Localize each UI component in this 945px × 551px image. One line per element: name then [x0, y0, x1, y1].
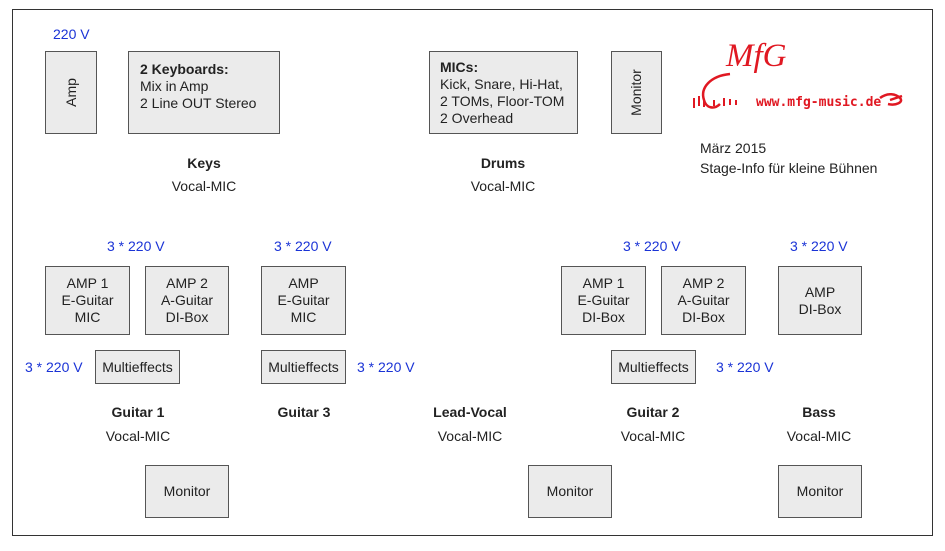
lead-vocal-monitor-label: Monitor — [546, 483, 594, 499]
guitar2-amp1-line-1: AMP 1 — [582, 275, 625, 291]
keys-amp-box: Amp — [45, 51, 97, 134]
logo-swoosh-icon — [693, 72, 903, 109]
bass-monitor-label: Monitor — [796, 483, 844, 499]
keys-amp-label: Amp — [62, 78, 79, 107]
guitar2-amp2-line-2: A-Guitar — [677, 292, 730, 308]
bass-amp-box: AMP DI-Box — [778, 266, 862, 335]
guitar1-amp1-line-2: E-Guitar — [61, 292, 114, 308]
drums-name: Drums — [480, 155, 526, 171]
stage-info: März 2015 Stage-Info für kleine Bühnen — [700, 138, 877, 178]
guitar3-amp-box: AMP E-Guitar MIC — [261, 266, 346, 335]
bass-amp-line-2: DI-Box — [798, 300, 842, 317]
guitar1-amp2-line-2: A-Guitar — [160, 292, 214, 308]
guitar2-amp1-box: AMP 1 E-Guitar DI-Box — [561, 266, 646, 335]
lead-vocal-name: Lead-Vocal — [433, 404, 507, 420]
voltage-label-guitar1-effects: 3 * 220 V — [25, 359, 83, 375]
guitar2-effects-label: Multieffects — [618, 358, 689, 375]
bass-monitor-box: Monitor — [778, 465, 862, 518]
guitar2-effects-box: Multieffects — [611, 350, 696, 384]
guitar1-monitor-box: Monitor — [145, 465, 229, 518]
voltage-label-bass-amp: 3 * 220 V — [790, 238, 848, 254]
logo-url: www.mfg-music.de — [756, 95, 882, 110]
drums-monitor-label: Monitor — [628, 69, 644, 116]
guitar1-vocal-mic: Vocal-MIC — [105, 428, 171, 444]
drum-mics-box: MICs: Kick, Snare, Hi-Hat, 2 TOMs, Floor… — [429, 51, 578, 134]
drum-mics-line-1: Kick, Snare, Hi-Hat, — [440, 76, 563, 92]
guitar1-amp2-box: AMP 2 A-Guitar DI-Box — [145, 266, 229, 335]
voltage-label-keys-amp: 220 V — [53, 26, 90, 42]
keyboards-line-2: 2 Line OUT Stereo — [140, 95, 257, 111]
drums-monitor-box: Monitor — [611, 51, 662, 134]
drums-vocal-mic: Vocal-MIC — [470, 178, 536, 194]
keys-vocal-mic: Vocal-MIC — [171, 178, 237, 194]
guitar3-amp-line-3: MIC — [290, 309, 317, 325]
logo-text: MfG — [726, 38, 787, 74]
info-date: März 2015 — [700, 140, 767, 156]
guitar1-effects-box: Multieffects — [95, 350, 180, 384]
guitar2-name: Guitar 2 — [626, 404, 680, 420]
guitar2-amp2-line-3: DI-Box — [682, 309, 725, 325]
guitar1-effects-label: Multieffects — [102, 358, 173, 375]
guitar1-amp2-line-1: AMP 2 — [166, 275, 208, 291]
drum-mics-line-2: 2 TOMs, Floor-TOM — [440, 93, 565, 109]
guitar2-amp2-line-1: AMP 2 — [682, 275, 725, 291]
voltage-label-guitar3-effects: 3 * 220 V — [357, 359, 415, 375]
guitar1-amp2-line-3: DI-Box — [165, 309, 209, 325]
drum-mics-line-3: 2 Overhead — [440, 110, 514, 126]
guitar3-amp-line-1: AMP — [288, 275, 319, 291]
guitar2-amp1-line-2: E-Guitar — [577, 292, 630, 308]
lead-vocal-mic: Vocal-MIC — [437, 428, 503, 444]
guitar1-amp1-line-1: AMP 1 — [66, 275, 109, 291]
bass-amp-line-1: AMP — [804, 283, 836, 300]
keyboards-line-1: Mix in Amp — [140, 78, 209, 94]
keyboards-title: 2 Keyboards: — [140, 61, 229, 77]
bass-vocal-mic: Vocal-MIC — [786, 428, 852, 444]
voltage-label-guitar2-amps: 3 * 220 V — [623, 238, 681, 254]
guitar2-amp1-line-3: DI-Box — [582, 309, 625, 325]
voltage-label-guitar1-amps: 3 * 220 V — [107, 238, 165, 254]
voltage-label-guitar2-effects: 3 * 220 V — [716, 359, 774, 375]
voltage-label-guitar3-amp: 3 * 220 V — [274, 238, 332, 254]
guitar3-amp-line-2: E-Guitar — [277, 292, 330, 308]
guitar3-effects-label: Multieffects — [268, 358, 339, 375]
bass-name: Bass — [802, 404, 836, 420]
guitar1-amp1-line-3: MIC — [74, 309, 101, 325]
keys-name: Keys — [187, 155, 221, 171]
lead-vocal-monitor-box: Monitor — [528, 465, 612, 518]
guitar3-effects-box: Multieffects — [261, 350, 346, 384]
guitar1-amp1-box: AMP 1 E-Guitar MIC — [45, 266, 130, 335]
drum-mics-title: MICs: — [440, 59, 479, 75]
info-subtitle: Stage-Info für kleine Bühnen — [700, 160, 878, 176]
guitar3-name: Guitar 3 — [277, 404, 331, 420]
keyboards-box: 2 Keyboards: Mix in Amp 2 Line OUT Stere… — [128, 51, 280, 134]
guitar2-vocal-mic: Vocal-MIC — [620, 428, 686, 444]
stage-plan-frame — [12, 9, 933, 536]
guitar1-monitor-label: Monitor — [163, 483, 211, 499]
guitar2-amp2-box: AMP 2 A-Guitar DI-Box — [661, 266, 746, 335]
guitar1-name: Guitar 1 — [111, 404, 165, 420]
